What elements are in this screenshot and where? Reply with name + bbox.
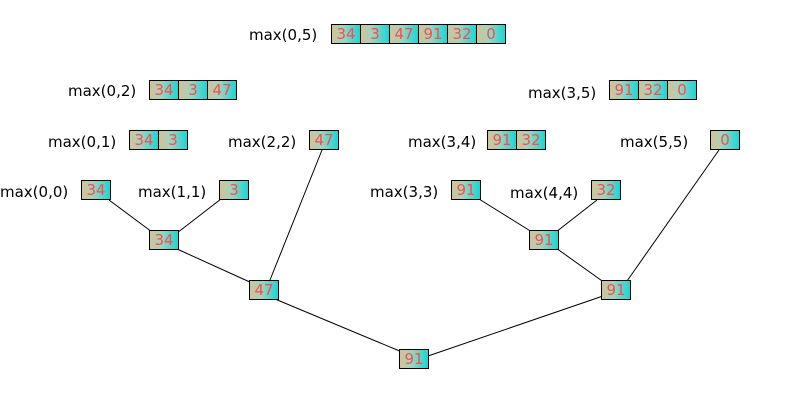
edge-node34-to-node35	[555, 247, 606, 284]
edge-node02-to-root	[274, 298, 403, 353]
node-value: 91	[601, 280, 631, 300]
range-label-0-5: max(0,5)	[249, 26, 318, 44]
node-value: 47	[249, 280, 279, 300]
range-label-3-3: max(3,3)	[370, 183, 439, 201]
node-value: 91	[399, 349, 429, 369]
array-cell: 3	[158, 130, 188, 150]
range-label-0-1: max(0,1)	[48, 133, 117, 151]
array-3-4: 91 32	[487, 130, 546, 150]
array-cell: 32	[591, 180, 621, 200]
array-1-1: 3	[219, 180, 249, 200]
range-label-5-5: max(5,5)	[620, 133, 689, 151]
array-cell: 91	[487, 130, 517, 150]
edge-leaf4-to-node34	[555, 199, 598, 233]
array-cell: 3	[178, 80, 208, 100]
tree-node-max-0-1: 34	[149, 230, 179, 250]
array-cell: 34	[129, 130, 159, 150]
array-cell: 47	[389, 24, 419, 44]
range-label-3-4: max(3,4)	[408, 133, 477, 151]
array-0-5: 34 3 47 91 32 0	[331, 24, 506, 44]
array-5-5: 0	[710, 130, 740, 150]
range-label-0-2: max(0,2)	[68, 82, 137, 100]
array-2-2: 47	[309, 130, 339, 150]
array-0-0: 34	[81, 180, 111, 200]
range-label-4-4: max(4,4)	[510, 184, 579, 202]
range-label-1-1: max(1,1)	[138, 183, 207, 201]
edge-node35-to-root	[427, 295, 604, 357]
array-cell: 47	[207, 80, 237, 100]
array-cell: 32	[638, 80, 668, 100]
array-cell: 91	[609, 80, 639, 100]
array-0-2: 34 3 47	[149, 80, 237, 100]
edge-leaf3-to-node34	[478, 198, 533, 233]
array-cell: 3	[219, 180, 249, 200]
range-label-0-0: max(0,0)	[0, 183, 69, 201]
edge-leaf2-to-node02	[269, 149, 323, 281]
tree-node-max-0-2: 47	[249, 280, 279, 300]
array-cell: 32	[447, 24, 477, 44]
array-cell: 91	[451, 180, 481, 200]
array-cell: 34	[81, 180, 111, 200]
node-value: 34	[149, 230, 179, 250]
array-cell: 32	[516, 130, 546, 150]
array-cell: 0	[476, 24, 506, 44]
array-cell: 34	[149, 80, 179, 100]
edge-node01-to-node02	[176, 248, 253, 284]
array-3-5: 91 32 0	[609, 80, 697, 100]
array-4-4: 32	[591, 180, 621, 200]
edge-leaf5-to-node35	[626, 149, 720, 282]
array-cell: 34	[331, 24, 361, 44]
array-cell: 3	[360, 24, 390, 44]
array-cell: 91	[418, 24, 448, 44]
range-label-3-5: max(3,5)	[528, 84, 597, 102]
array-0-1: 34 3	[129, 130, 188, 150]
edge-leaf0-to-node01	[108, 199, 153, 233]
range-label-2-2: max(2,2)	[228, 133, 297, 151]
node-value: 91	[529, 230, 559, 250]
edge-leaf1-to-node01	[176, 198, 222, 234]
array-cell: 0	[667, 80, 697, 100]
array-cell: 0	[710, 130, 740, 150]
tree-node-max-3-4: 91	[529, 230, 559, 250]
array-cell: 47	[309, 130, 339, 150]
array-3-3: 91	[451, 180, 481, 200]
tree-node-max-3-5: 91	[601, 280, 631, 300]
tree-root-node-max-0-5: 91	[399, 349, 429, 369]
